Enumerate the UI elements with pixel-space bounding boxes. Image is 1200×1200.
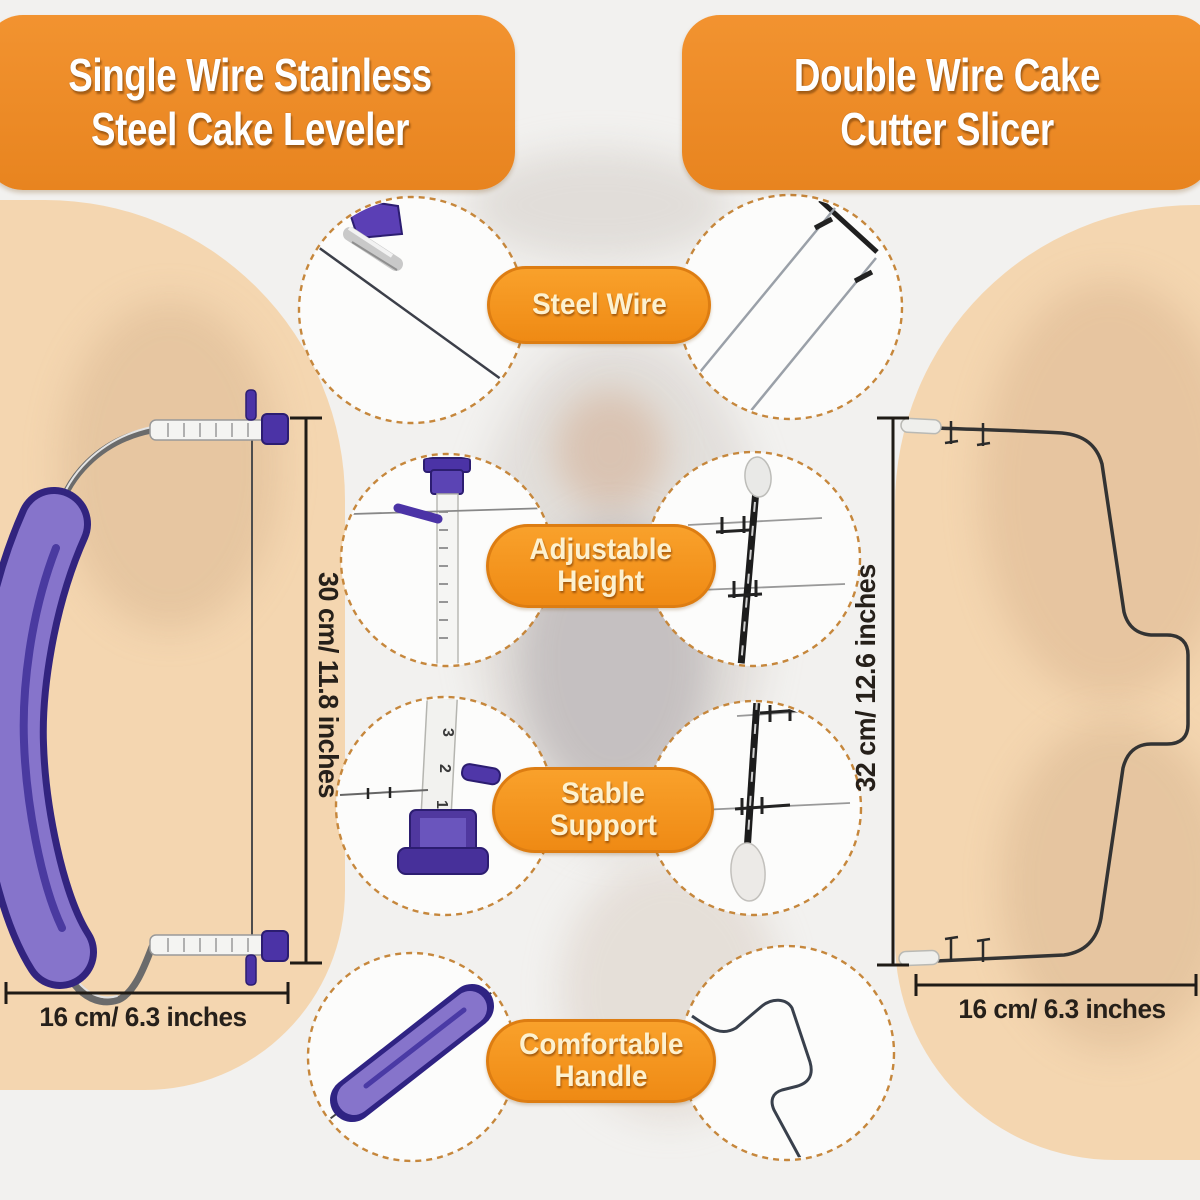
adjustable-height-closeup-single [351,457,551,664]
ruler-number: 2 [436,764,453,773]
ruler-number: 1 [433,800,450,809]
dimension-lines [4,416,1198,1004]
callout-steel-wire: Steel Wire [487,266,711,344]
stable-support-closeup-single: 3 2 1 [339,699,501,875]
wire-sleeve-bottom [898,949,940,967]
callout-adjustable-height: Adjustable Height [486,524,716,608]
callout-label: Height [557,565,645,598]
banner-double-wire: Double Wire Cake Cutter Slicer [682,15,1200,190]
banner-title-line: Double Wire Cake [793,49,1101,102]
wire-handle-closeup [691,998,813,1158]
callout-label: Stable [561,776,645,810]
callout-comfortable-handle: Comfortable Handle [486,1019,716,1103]
dimension-label-single-height: 30 cm/ 11.8 inches [313,572,344,798]
banner-title-line: Steel Cake Leveler [90,102,410,155]
peach-panel-right [895,205,1200,1160]
adjustable-height-closeup-double [687,456,846,664]
banner-single-wire: Single Wire Stainless Steel Cake Leveler [0,15,515,190]
stable-support-closeup-double [699,703,851,902]
dimension-label-double-height: 32 cm/ 12.6 inches [850,564,881,792]
banner-title-line: Single Wire Stainless [68,49,432,102]
callout-label: Comfortable [518,1027,684,1061]
comfortable-handle-closeup [317,981,513,1129]
wire-clips [944,421,991,962]
dimension-label-double-width: 16 cm/ 6.3 inches [958,994,1166,1024]
callout-stable-support: Stable Support [492,767,714,853]
callout-label: Support [549,809,657,842]
background-wash [980,280,1200,700]
callout-label: Steel Wire [531,287,667,321]
banner-title-line: Cutter Slicer [840,102,1054,155]
background-wash [60,300,280,630]
background-wash [1000,720,1200,1050]
callout-label: Adjustable [529,532,673,566]
single-wire-leveler-illustration [0,389,289,1006]
dimension-label-single-width: 16 cm/ 6.3 inches [39,1002,247,1032]
wire-sleeve-top [900,417,942,435]
steel-wire-closeup-double [699,198,879,417]
detail-circle-steel-wire-right [676,193,904,421]
ruler-number: 3 [439,728,456,737]
wire-frame [935,426,1190,963]
double-wire-slicer-illustration [898,417,1190,967]
callout-label: Handle [554,1060,648,1093]
background-wash [555,390,665,510]
